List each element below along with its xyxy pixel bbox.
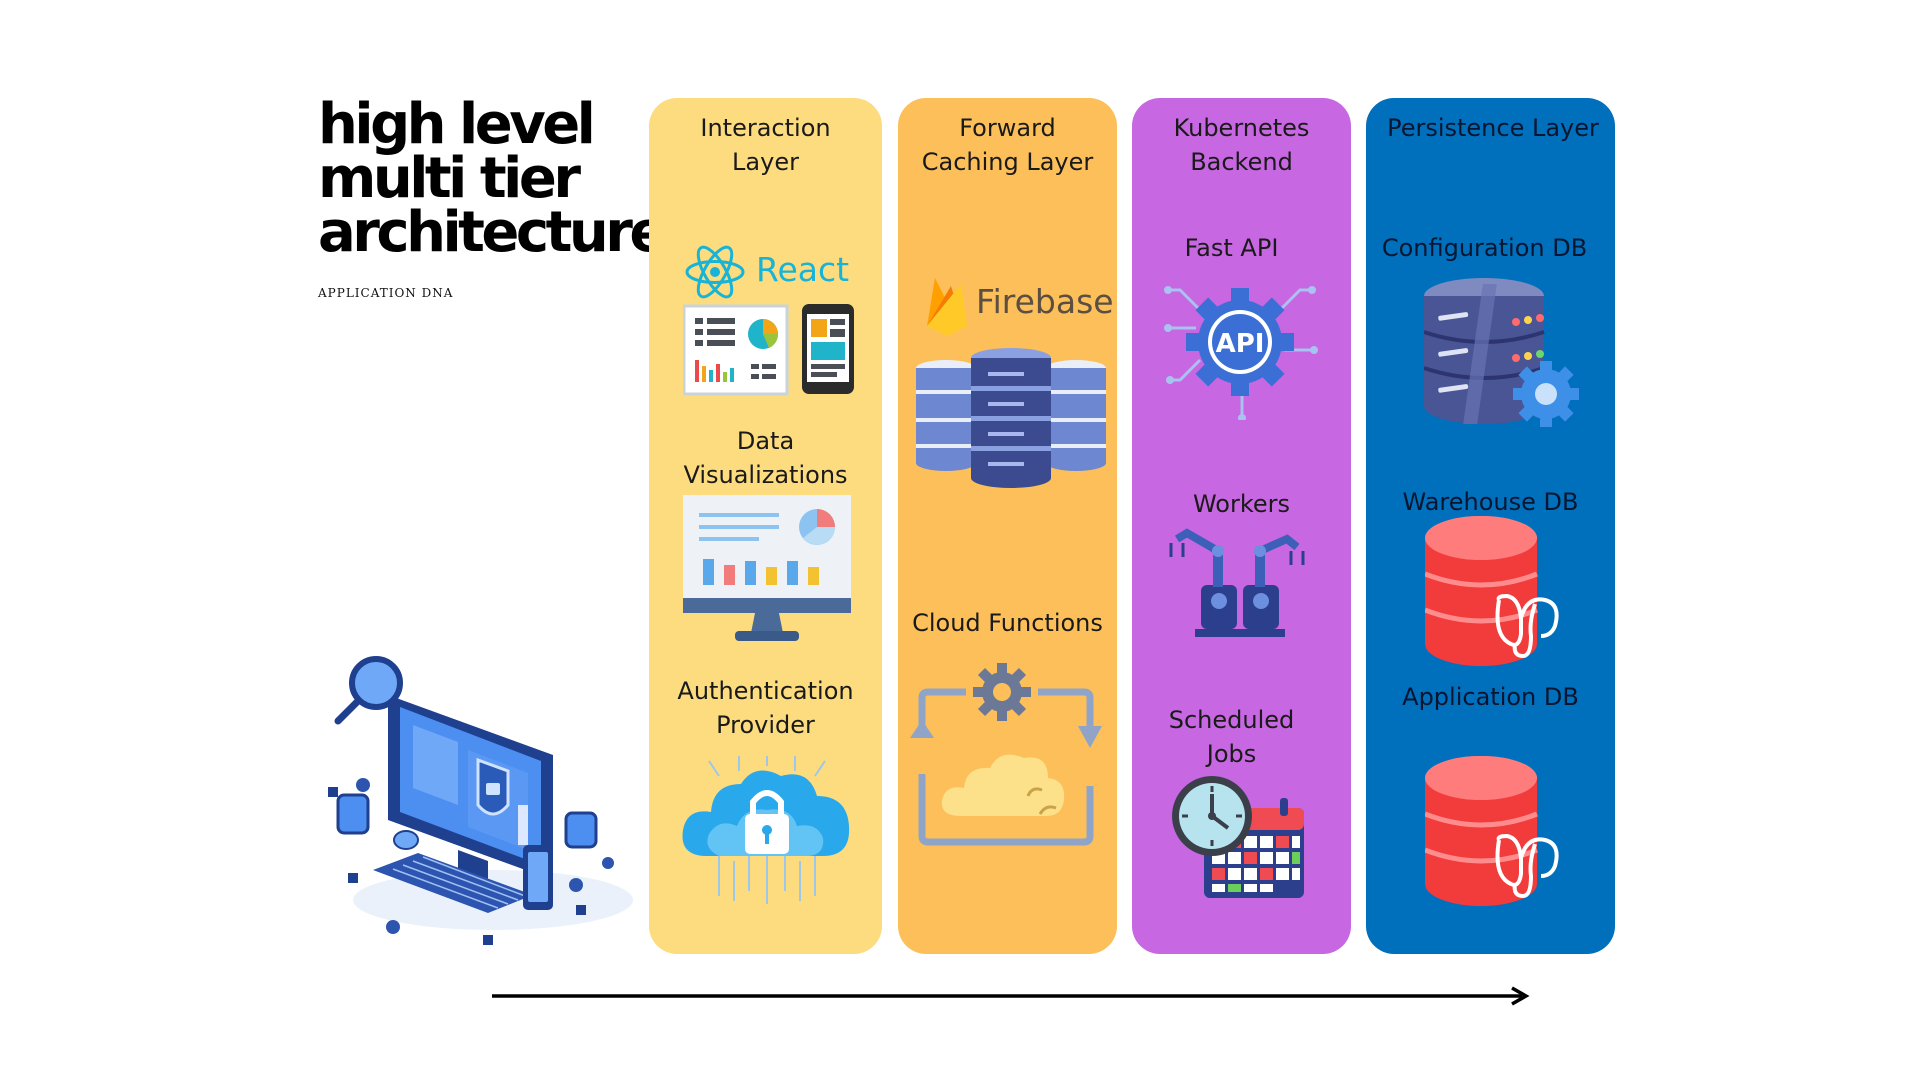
firebase-label: Firebase xyxy=(976,282,1114,321)
authentication-provider-label: Authentication Provider xyxy=(677,677,854,739)
subtitle: APPLICATION DNA xyxy=(318,286,454,300)
page-title-line-3: architecture xyxy=(318,200,667,265)
persistence-layer-column: Persistence Layer Configuration DB Wareh… xyxy=(1366,98,1615,954)
react-label: React xyxy=(756,250,850,289)
kubernetes-backend-column: Kubernetes Backend Fast API API Workers xyxy=(1132,98,1351,954)
cloud-functions-label: Cloud Functions xyxy=(912,609,1103,637)
firebase-logo-icon xyxy=(927,278,967,336)
database-gear-icon xyxy=(1424,278,1579,427)
forward-caching-layer-column: Forward Caching Layer Firebase Cloud Fun… xyxy=(898,98,1117,954)
warehouse-db-label: Warehouse DB xyxy=(1402,488,1579,516)
api-gear-icon: API xyxy=(1164,286,1318,420)
application-db-label: Application DB xyxy=(1402,683,1579,711)
computer-security-illustration-icon xyxy=(328,656,633,945)
workers-label: Workers xyxy=(1192,490,1291,518)
forward-caching-layer-title: Forward Caching Layer xyxy=(921,114,1094,176)
title-block: high level multi tier architecture APPLI… xyxy=(318,92,667,301)
postgres-database-icon xyxy=(1425,516,1559,666)
data-visualizations-label: Data Visualizations xyxy=(683,427,848,489)
page-title-line-2: multi tier xyxy=(318,146,581,211)
configuration-db-label: Configuration DB xyxy=(1381,234,1588,262)
page-title-line-1: high level xyxy=(318,92,596,157)
data-visualization-monitor-icon xyxy=(683,495,851,641)
server-stack-icon xyxy=(916,348,1106,488)
postgres-database-icon xyxy=(1425,756,1559,906)
interaction-layer-column: Interaction Layer React Data Visualiza xyxy=(649,98,882,954)
cloud-lock-icon xyxy=(682,756,850,904)
kubernetes-backend-title: Kubernetes Backend xyxy=(1173,114,1310,176)
react-logo-icon xyxy=(685,245,745,299)
dashboard-devices-icon xyxy=(683,304,854,396)
interaction-layer-title: Interaction Layer xyxy=(700,114,831,176)
persistence-layer-title: Persistence Layer xyxy=(1387,114,1599,142)
scheduled-jobs-label: Scheduled Jobs xyxy=(1168,706,1295,768)
clock-calendar-icon xyxy=(1172,776,1304,898)
fast-api-label: Fast API xyxy=(1184,234,1279,262)
cloud-functions-cycle-icon xyxy=(910,663,1102,846)
api-text: API xyxy=(1216,329,1265,359)
flow-arrow xyxy=(492,986,1530,1006)
robot-arms-icon xyxy=(1169,528,1305,637)
